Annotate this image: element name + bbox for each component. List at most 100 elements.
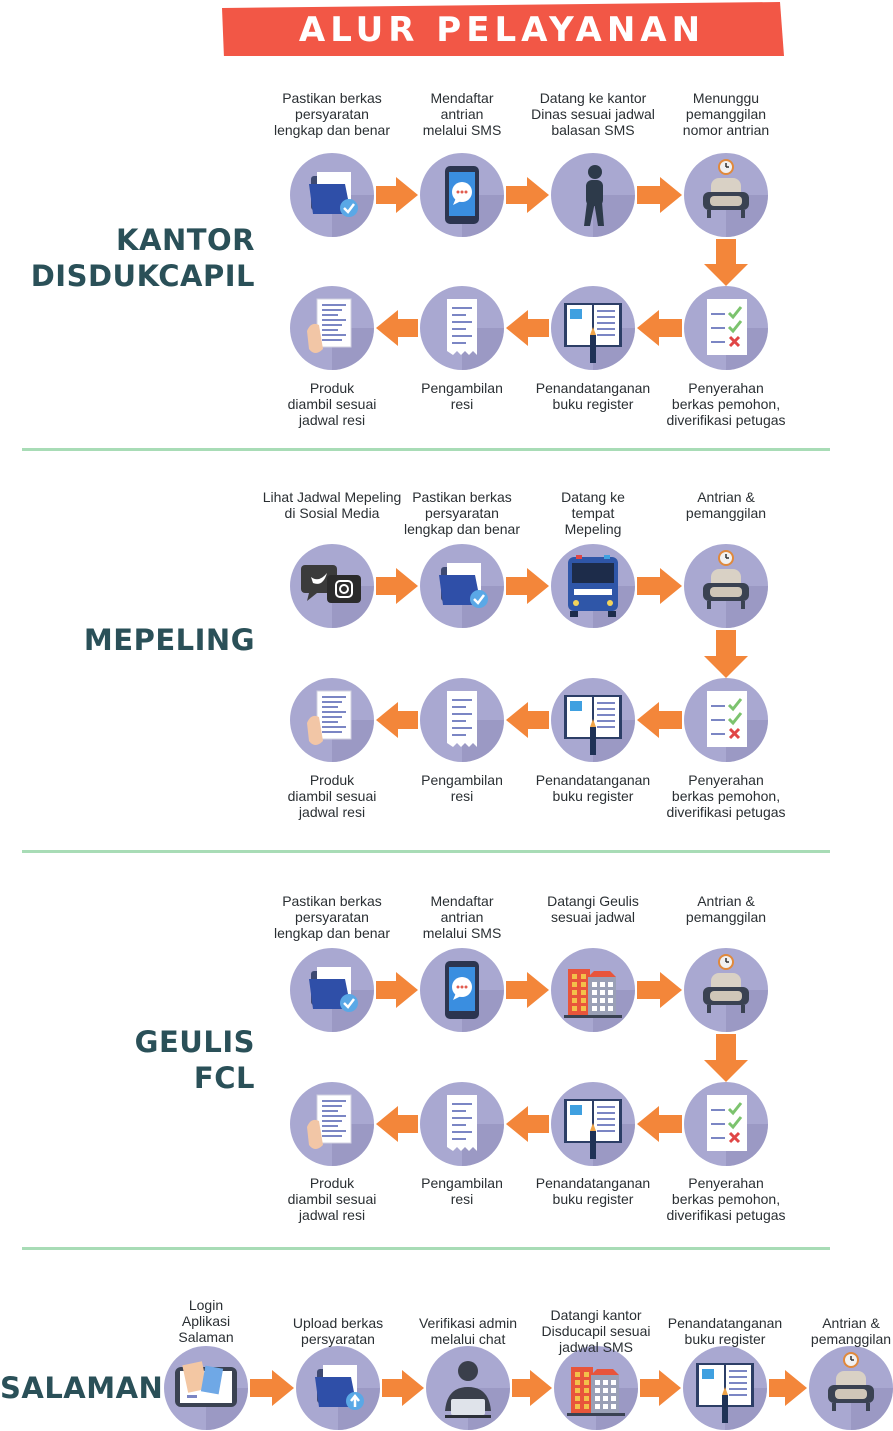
step-node	[290, 948, 374, 1032]
step-label: Antrian & pemanggilan	[685, 489, 767, 521]
hand-document-icon	[307, 298, 352, 353]
step-node	[420, 153, 504, 237]
step-node	[420, 948, 504, 1032]
folder-check-icon	[309, 172, 358, 217]
step-node	[683, 1346, 767, 1430]
step-label: Pengambilan resi	[421, 380, 503, 412]
step-label: Antrian & pemanggilan	[685, 893, 767, 925]
step-label: Pastikan berkas persyaratan lengkap dan …	[274, 90, 390, 138]
arrow-left-icon	[506, 310, 549, 346]
step-label: Penyerahan berkas pemohon, diverifikasi …	[666, 380, 786, 428]
step-label: Mendaftar antrian melalui SMS	[422, 90, 502, 138]
arrow-left-icon	[376, 1106, 418, 1142]
social-media-icon	[301, 565, 361, 603]
book-pen-icon	[696, 1363, 754, 1423]
step-node	[551, 153, 635, 237]
title-banner-shape	[222, 2, 784, 56]
arrow-left-icon	[637, 1106, 682, 1142]
arrow-right-icon	[640, 1370, 681, 1406]
section-title: KANTOR DISDUKCAPIL	[30, 223, 255, 293]
step-node	[420, 286, 504, 370]
step-node	[420, 678, 504, 762]
arrow-right-icon	[637, 177, 682, 213]
step-label: Menunggu pemanggilan nomor antrian	[682, 90, 770, 138]
step-label: Penandatanganan buku register	[535, 380, 651, 412]
step-label: Produk diambil sesuai jadwal resi	[287, 772, 377, 820]
step-node	[684, 544, 768, 628]
arrow-right-icon	[506, 568, 549, 604]
arrow-down-icon	[704, 630, 748, 678]
step-node	[290, 678, 374, 762]
step-node	[290, 286, 374, 370]
tablet-app-icon	[175, 1361, 237, 1407]
arrow-right-icon	[506, 972, 549, 1008]
step-node	[290, 1082, 374, 1166]
step-label: Pastikan berkas persyaratan lengkap dan …	[274, 893, 390, 941]
step-node	[551, 544, 635, 628]
arrow-left-icon	[376, 702, 418, 738]
step-label: Lihat Jadwal Mepeling di Sosial Media	[262, 489, 402, 521]
arrow-left-icon	[506, 702, 549, 738]
step-label: Verifikasi admin melalui chat	[418, 1315, 518, 1347]
step-node	[551, 678, 635, 762]
step-label: Antrian & pemanggilan	[810, 1315, 892, 1347]
receipt-icon	[447, 299, 477, 355]
chair-clock-icon	[703, 954, 749, 1013]
chair-clock-icon	[703, 550, 749, 609]
arrow-right-icon	[506, 177, 549, 213]
step-node	[554, 1346, 638, 1430]
folder-upload-icon	[315, 1365, 364, 1410]
phone-chat-icon	[445, 961, 479, 1019]
step-node	[290, 544, 374, 628]
step-label: Login Aplikasi Salaman	[178, 1297, 234, 1345]
person-walking-icon	[584, 165, 604, 226]
arrow-right-icon	[769, 1370, 807, 1406]
title-banner	[222, 2, 784, 56]
receipt-icon	[447, 1095, 477, 1151]
step-label: Penandatanganan buku register	[535, 772, 651, 804]
phone-chat-icon	[445, 166, 479, 224]
step-label: Datangi kantor Disducapil sesuai jadwal …	[541, 1307, 651, 1355]
section-divider	[22, 448, 830, 451]
arrow-right-icon	[637, 568, 682, 604]
arrow-right-icon	[382, 1370, 424, 1406]
bus-icon	[568, 555, 618, 617]
step-node	[684, 1082, 768, 1166]
arrow-right-icon	[376, 972, 418, 1008]
checklist-icon	[707, 691, 747, 747]
arrow-right-icon	[512, 1370, 552, 1406]
step-label: Produk diambil sesuai jadwal resi	[287, 1175, 377, 1223]
buildings-icon	[564, 969, 622, 1018]
folder-check-icon	[439, 563, 488, 608]
arrow-down-icon	[704, 1034, 748, 1082]
section-divider	[22, 850, 830, 853]
section-title: GEULIS FCL	[134, 1025, 255, 1095]
arrow-right-icon	[250, 1370, 294, 1406]
arrow-right-icon	[376, 177, 418, 213]
step-node	[684, 286, 768, 370]
step-label: Penyerahan berkas pemohon, diverifikasi …	[666, 1175, 786, 1223]
step-node	[426, 1346, 510, 1430]
step-node	[290, 153, 374, 237]
arrow-left-icon	[506, 1106, 549, 1142]
book-pen-icon	[564, 303, 622, 363]
step-node	[420, 544, 504, 628]
step-node	[551, 286, 635, 370]
step-label: Penyerahan berkas pemohon, diverifikasi …	[666, 772, 786, 820]
step-label: Produk diambil sesuai jadwal resi	[287, 380, 377, 428]
arrow-left-icon	[376, 310, 418, 346]
chair-clock-icon	[828, 1352, 874, 1411]
book-pen-icon	[564, 1099, 622, 1159]
checklist-icon	[707, 299, 747, 355]
arrow-left-icon	[637, 702, 682, 738]
step-label: Mendaftar antrian melalui SMS	[422, 893, 502, 941]
step-label: Pastikan berkas persyaratan lengkap dan …	[404, 489, 520, 537]
section-divider	[22, 1247, 830, 1250]
step-label: Datang ke tempat Mepeling	[561, 489, 625, 537]
step-node	[684, 948, 768, 1032]
receipt-icon	[447, 691, 477, 747]
hand-document-icon	[307, 1094, 352, 1149]
checklist-icon	[707, 1095, 747, 1151]
step-label: Datangi Geulis sesuai jadwal	[547, 893, 639, 925]
step-label: Datang ke kantor Dinas sesuai jadwal bal…	[531, 90, 655, 138]
